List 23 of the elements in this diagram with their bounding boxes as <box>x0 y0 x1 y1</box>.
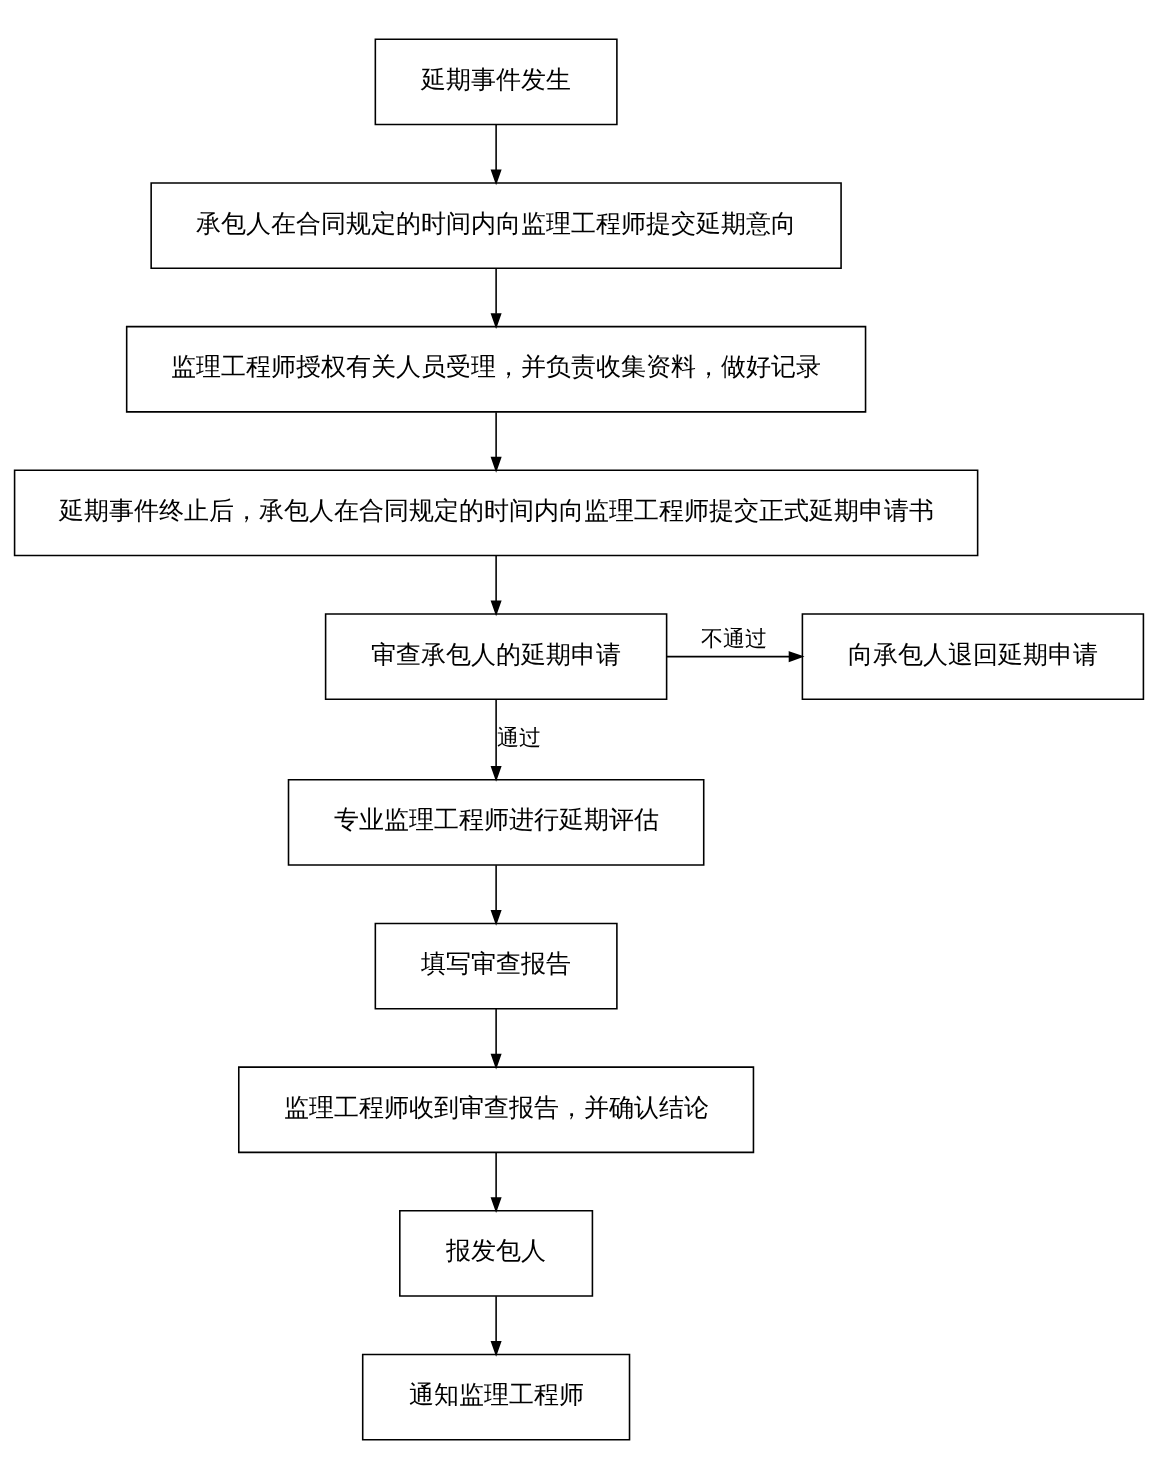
node-box: 监理工程师授权有关人员受理，并负责收集资料，做好记录 <box>125 325 867 413</box>
node-box: 审查承包人的延期申请 <box>324 613 668 701</box>
arrow <box>490 555 502 617</box>
edge-label: 不通过 <box>701 624 768 651</box>
node-box: 向承包人退回延期申请 <box>801 613 1145 701</box>
arrow <box>666 651 805 663</box>
node-box: 延期事件发生 <box>374 38 618 126</box>
arrow <box>490 124 502 186</box>
arrow <box>490 698 502 782</box>
node-box: 报发包人 <box>399 1209 594 1297</box>
node-box: 专业监理工程师进行延期评估 <box>287 778 705 866</box>
node-box: 承包人在合同规定的时间内向监理工程师提交延期意向 <box>150 182 842 270</box>
node-box: 填写审查报告 <box>374 922 618 1010</box>
arrow <box>490 1295 502 1357</box>
node-box: 通知监理工程师 <box>361 1353 631 1441</box>
edge-label: 通过 <box>497 724 542 751</box>
node-box: 监理工程师收到审查报告，并确认结论 <box>238 1066 755 1154</box>
arrow <box>490 864 502 926</box>
arrow <box>490 1151 502 1214</box>
arrow <box>490 411 502 473</box>
arrow <box>490 1008 502 1070</box>
node-box: 延期事件终止后，承包人在合同规定的时间内向监理工程师提交正式延期申请书 <box>13 469 979 557</box>
arrow <box>490 267 502 329</box>
